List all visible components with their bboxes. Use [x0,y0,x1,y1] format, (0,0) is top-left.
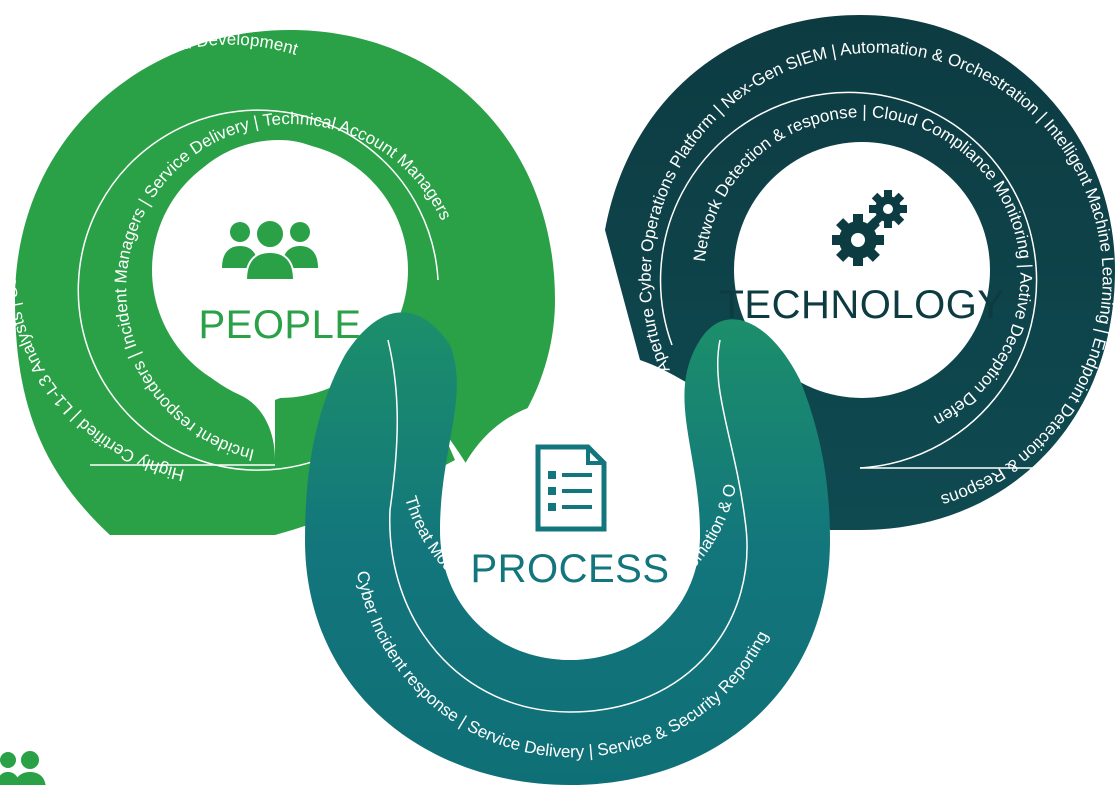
technology-title: TECHNOLOGY [719,283,1004,327]
process-ring [305,312,830,785]
process-title: PROCESS [470,547,669,591]
gears-icon [832,190,907,266]
document-list-icon [535,444,607,532]
people-title: PEOPLE [198,303,361,347]
corner-people-icon [0,751,46,785]
people-group-icon [222,219,318,281]
people-ring [15,30,555,535]
technology-center [734,142,990,398]
